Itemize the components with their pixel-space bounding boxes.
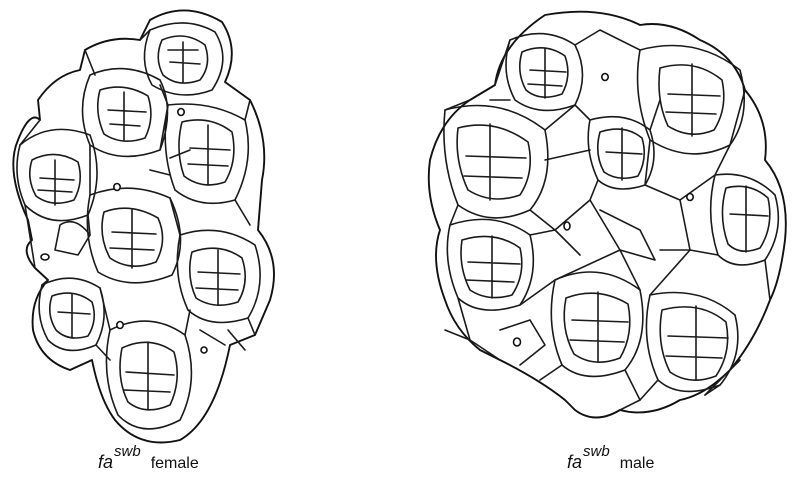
male-genotype: fa — [567, 452, 582, 472]
female-allele: swb — [114, 443, 141, 460]
female-genotype: fa — [98, 452, 113, 472]
male-guard-cells — [444, 34, 778, 392]
female-caption: faswbfemale — [98, 452, 199, 473]
male-sex-label: male — [620, 455, 655, 472]
male-pores — [514, 74, 694, 347]
male-allele: swb — [583, 443, 610, 460]
female-sex-label: female — [151, 455, 199, 472]
male-caption: faswbmale — [567, 452, 654, 473]
